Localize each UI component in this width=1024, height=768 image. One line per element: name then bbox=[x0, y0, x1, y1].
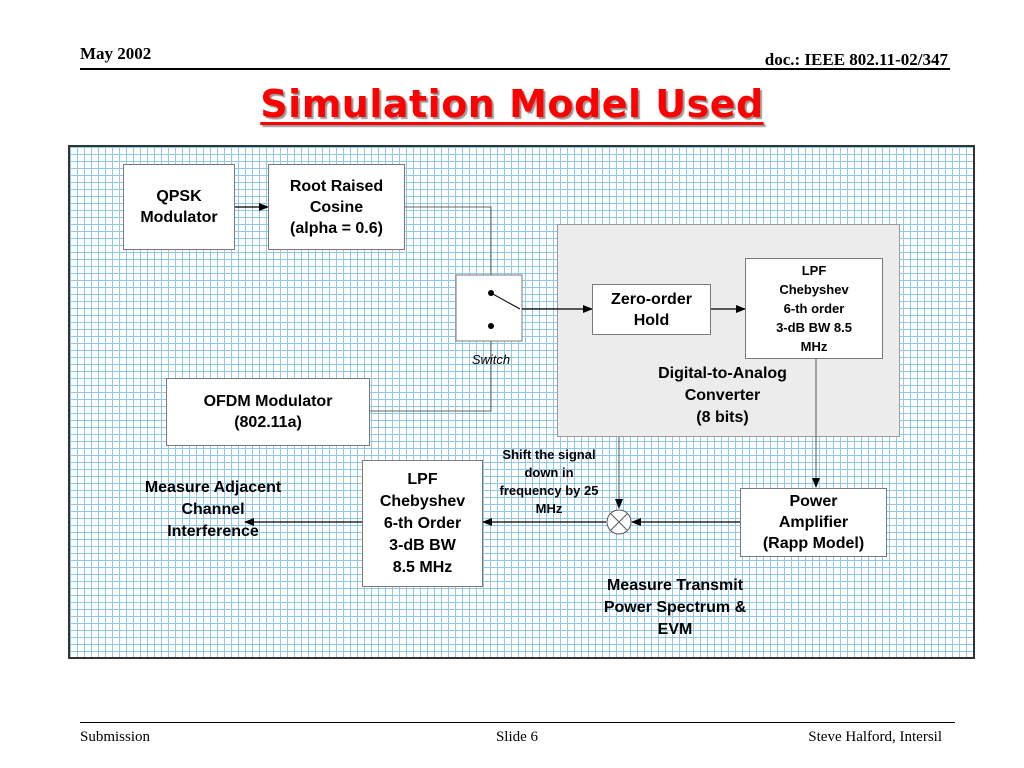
slide-title: Simulation Model Used bbox=[260, 82, 764, 126]
footer-author: Steve Halford, Intersil bbox=[808, 729, 942, 745]
ofdm-modulator-block: OFDM Modulator(802.11a) bbox=[166, 378, 370, 446]
header-date: May 2002 bbox=[80, 44, 152, 63]
footer-submission: Submission bbox=[80, 729, 151, 745]
header-doc: doc.: IEEE 802.11-02/347 bbox=[764, 50, 948, 69]
switch-label: Switch bbox=[471, 352, 511, 367]
footer-rule bbox=[80, 722, 955, 723]
mixer-icon bbox=[606, 509, 632, 535]
switch-box bbox=[455, 274, 523, 342]
header-rule bbox=[80, 68, 950, 70]
footer-slide-number: Slide 6 bbox=[495, 729, 539, 745]
